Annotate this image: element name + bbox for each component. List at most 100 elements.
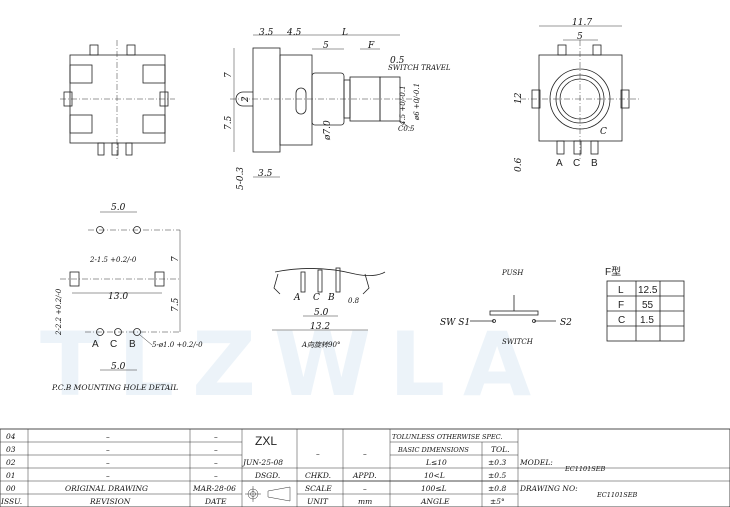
pcb-pin-c: C	[110, 339, 117, 350]
tol-dim-0: L≤10	[425, 458, 447, 467]
date-01: –	[214, 471, 218, 480]
chkd-label: CHKD.	[305, 471, 331, 480]
pcb-slot-span: 13.0	[108, 292, 128, 302]
design-date: JUN-25-08	[241, 458, 283, 467]
dim-4-5: 4.5	[286, 28, 302, 38]
pin-dim-13-2: 13.2	[310, 322, 330, 332]
front-pin-c: C	[573, 158, 580, 169]
dsgd-label: DSGD.	[254, 471, 280, 480]
pcb-pin-a: A	[92, 339, 99, 350]
revision-02: –	[106, 458, 110, 467]
revision-00: ORIGINAL DRAWING	[65, 484, 148, 493]
scale-value: –	[363, 484, 367, 493]
tol-dim-2: 100≤L	[421, 484, 447, 493]
dia-6: ø6 +0/-0.1	[413, 83, 421, 121]
issu-03: 03	[6, 445, 16, 454]
model-label: MODEL:	[519, 458, 553, 467]
pcb-bottom-pitch: 5.0	[111, 362, 126, 372]
top-view	[60, 40, 175, 160]
header-date: DATE	[204, 497, 227, 506]
pcb-dim-7: 7	[171, 256, 181, 262]
switch-travel: SWITCH TRAVEL	[388, 64, 451, 72]
pin-dim-0-8: 0.8	[348, 297, 360, 305]
tol-dim-1: 10<L	[424, 471, 445, 480]
pcb-hole-note: 5-ø1.0 +0.2/-0	[152, 341, 203, 349]
switch-s1: SW S1	[440, 318, 470, 328]
front-pin-b: B	[591, 158, 598, 169]
f-table: F型 L 12.5 F 55 C 1.5	[605, 265, 685, 342]
revision-01: –	[106, 471, 110, 480]
dim-F: F	[367, 41, 375, 51]
tol-title: TOLUNLESS OTHERWISE SPEC.	[392, 433, 502, 441]
f-row-c-value: 1.5	[640, 315, 654, 326]
issu-02: 02	[6, 458, 16, 467]
dim-5: 5	[323, 41, 329, 51]
dim-0-5: 0.5	[390, 56, 405, 66]
switch-push: PUSH	[501, 269, 524, 277]
chkd-value: –	[316, 449, 320, 458]
switch-diagram: PUSH SW S1 S2 SWITCH	[440, 269, 572, 346]
pin-a: A	[293, 293, 301, 303]
switch-label: SWITCH	[502, 338, 534, 346]
tol-dim-3: ANGLE	[420, 497, 450, 506]
tol-label: TOL.	[491, 445, 510, 454]
pin-caption: A向旋转90°	[301, 341, 340, 349]
issu-04: 04	[6, 432, 16, 441]
front-height: 12	[514, 92, 524, 104]
dim-3-5-top: 3.5	[259, 28, 274, 38]
scale-label: SCALE	[305, 484, 332, 493]
front-view: 11.7 5 12 C A C B 0.6	[514, 18, 640, 172]
front-width: 11.7	[572, 18, 592, 28]
dim-5-0-3: 5-0.3	[236, 167, 246, 190]
front-pitch: 5	[577, 32, 583, 42]
tol-val-1: ±0.5	[488, 471, 506, 480]
f-row-f-key: F	[618, 300, 624, 311]
unit-value: mm	[358, 497, 372, 506]
pcb-slot-width: 2-2.2 +0.2/-0	[55, 288, 63, 336]
title-block: 04 – – 03 – – 02 – – 01 – – 00 ORIGINAL …	[0, 428, 730, 507]
front-pin-a: A	[556, 158, 563, 169]
f-row-f-value: 55	[642, 300, 654, 311]
unit-label: UNIT	[307, 497, 329, 506]
f-row-c-key: C	[618, 315, 625, 326]
chamfer: C0.5	[398, 125, 415, 133]
revision-03: –	[106, 445, 110, 454]
appd-label: APPD.	[352, 471, 377, 480]
pcb-hole-detail: 5.0 2-1.5 +0.2/-0 7 13.0 2-2.2 +0.2/-0 7…	[51, 203, 203, 392]
date-00: MAR-28-06	[192, 484, 236, 493]
basic-dims-label: BASIC DIMENSIONS	[397, 446, 469, 454]
dim-L: L	[341, 28, 348, 38]
projection-symbol-icon	[245, 486, 291, 502]
header-issu: ISSU.	[0, 497, 22, 506]
dia-7: ø7.0	[323, 120, 333, 141]
dim-3-5-bottom: 3.5	[258, 169, 273, 179]
drawing-no-label: DRAWING NO:	[519, 484, 578, 493]
f-table-title: F型	[605, 265, 621, 278]
date-03: –	[214, 445, 218, 454]
designer: ZXL	[255, 434, 277, 448]
dim-2: 2	[241, 96, 251, 103]
dim-7: 7	[224, 72, 234, 78]
f-row-l-key: L	[618, 285, 624, 296]
pcb-top-pitch: 5.0	[111, 203, 126, 213]
pcb-slot-note: 2-1.5 +0.2/-0	[89, 256, 137, 264]
revision-04: –	[106, 432, 110, 441]
tol-val-0: ±0.3	[488, 458, 506, 467]
f-row-l-value: 12.5	[638, 285, 658, 296]
drawing-no-value: EC1101SEB	[596, 491, 637, 499]
pin-dim-5-0: 5.0	[314, 308, 329, 318]
tol-val-3: ±5°	[490, 497, 505, 506]
side-view: 3.5 4.5 L 5 F 0.5 SWITCH TRAVEL 7 2 7.5 …	[224, 28, 451, 190]
pin-c: C	[313, 293, 320, 303]
dim-7-5: 7.5	[224, 115, 234, 130]
issu-00: 00	[6, 484, 16, 493]
appd-value: –	[363, 449, 367, 458]
switch-s2: S2	[560, 318, 572, 328]
pin-view: A C B 0.8 5.0 13.2 A向旋转90°	[272, 267, 386, 349]
tol-val-2: ±0.8	[488, 484, 506, 493]
pcb-pin-b: B	[129, 339, 136, 350]
front-offset: 0.6	[514, 157, 524, 172]
model-value: EC1101SEB	[564, 465, 605, 473]
pcb-title: P.C.B MOUNTING HOLE DETAIL	[51, 383, 178, 392]
